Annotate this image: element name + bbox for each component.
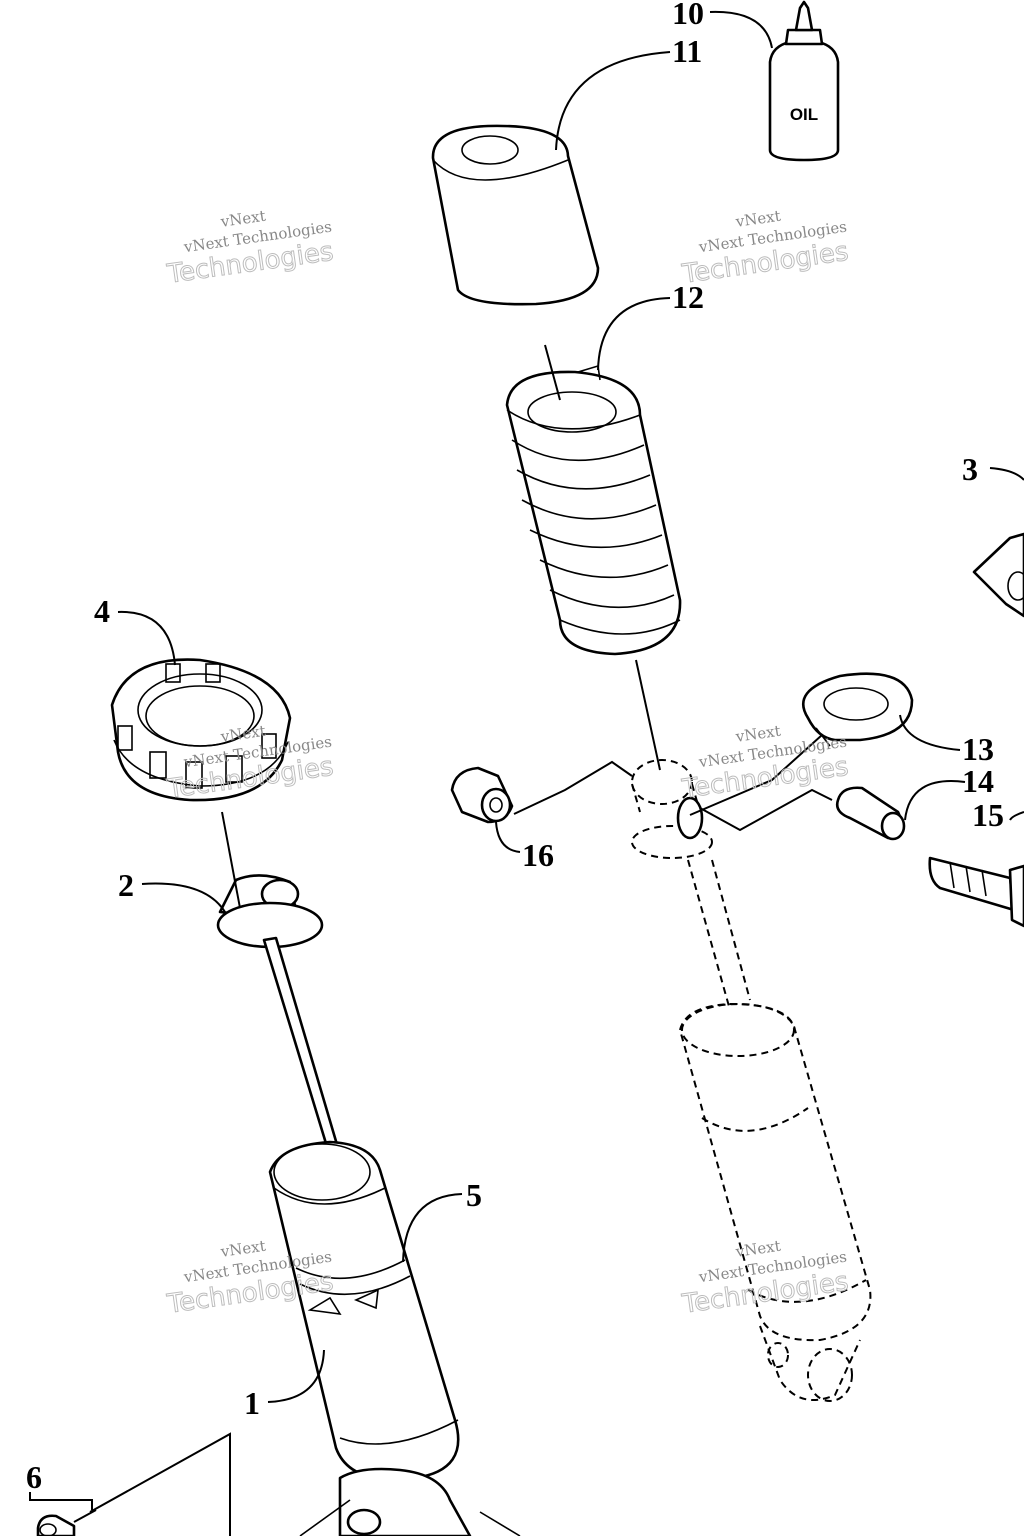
- coil-spring: [505, 364, 682, 656]
- callout-3: 3: [962, 451, 978, 487]
- oil-bottle: OIL: [768, 0, 840, 162]
- bump-stop-boot: [431, 124, 600, 306]
- callout-5: 5: [466, 1177, 482, 1213]
- callout-13: 13: [962, 731, 994, 767]
- shock-absorber-left: [216, 874, 521, 1536]
- callout-2: 2: [118, 867, 134, 903]
- callout-12: 12: [672, 279, 704, 315]
- spacer-sleeve: [835, 786, 906, 841]
- callout-11: 11: [672, 33, 702, 69]
- watermark: vNext vNext Technologies Technologies: [679, 207, 851, 291]
- callout-15: 15: [972, 797, 1004, 833]
- grease-fitting: [36, 1432, 231, 1536]
- callout-10: 10: [672, 0, 704, 31]
- callout-4: 4: [94, 593, 110, 629]
- shock-absorber-right: [631, 759, 872, 1402]
- callout-6: 6: [26, 1459, 42, 1495]
- bolt: [928, 856, 1024, 928]
- split-washer: [802, 672, 914, 747]
- lock-nut: [450, 766, 514, 824]
- oil-bottle-label: OIL: [790, 105, 818, 124]
- bracket-partial: [972, 532, 1024, 618]
- watermark: vNext vNext Technologies Technologies: [164, 207, 336, 291]
- spanner-nut: [110, 658, 292, 802]
- watermark: vNext vNext Technologies Technologies: [679, 1237, 851, 1321]
- callout-labels: 10 11 12 3 4 13 14 15 16 2 5 1 6: [26, 0, 1004, 1495]
- callout-1: 1: [244, 1385, 260, 1421]
- callout-16: 16: [522, 837, 554, 873]
- callout-14: 14: [962, 763, 994, 799]
- leader-lines: [29, 10, 1024, 1510]
